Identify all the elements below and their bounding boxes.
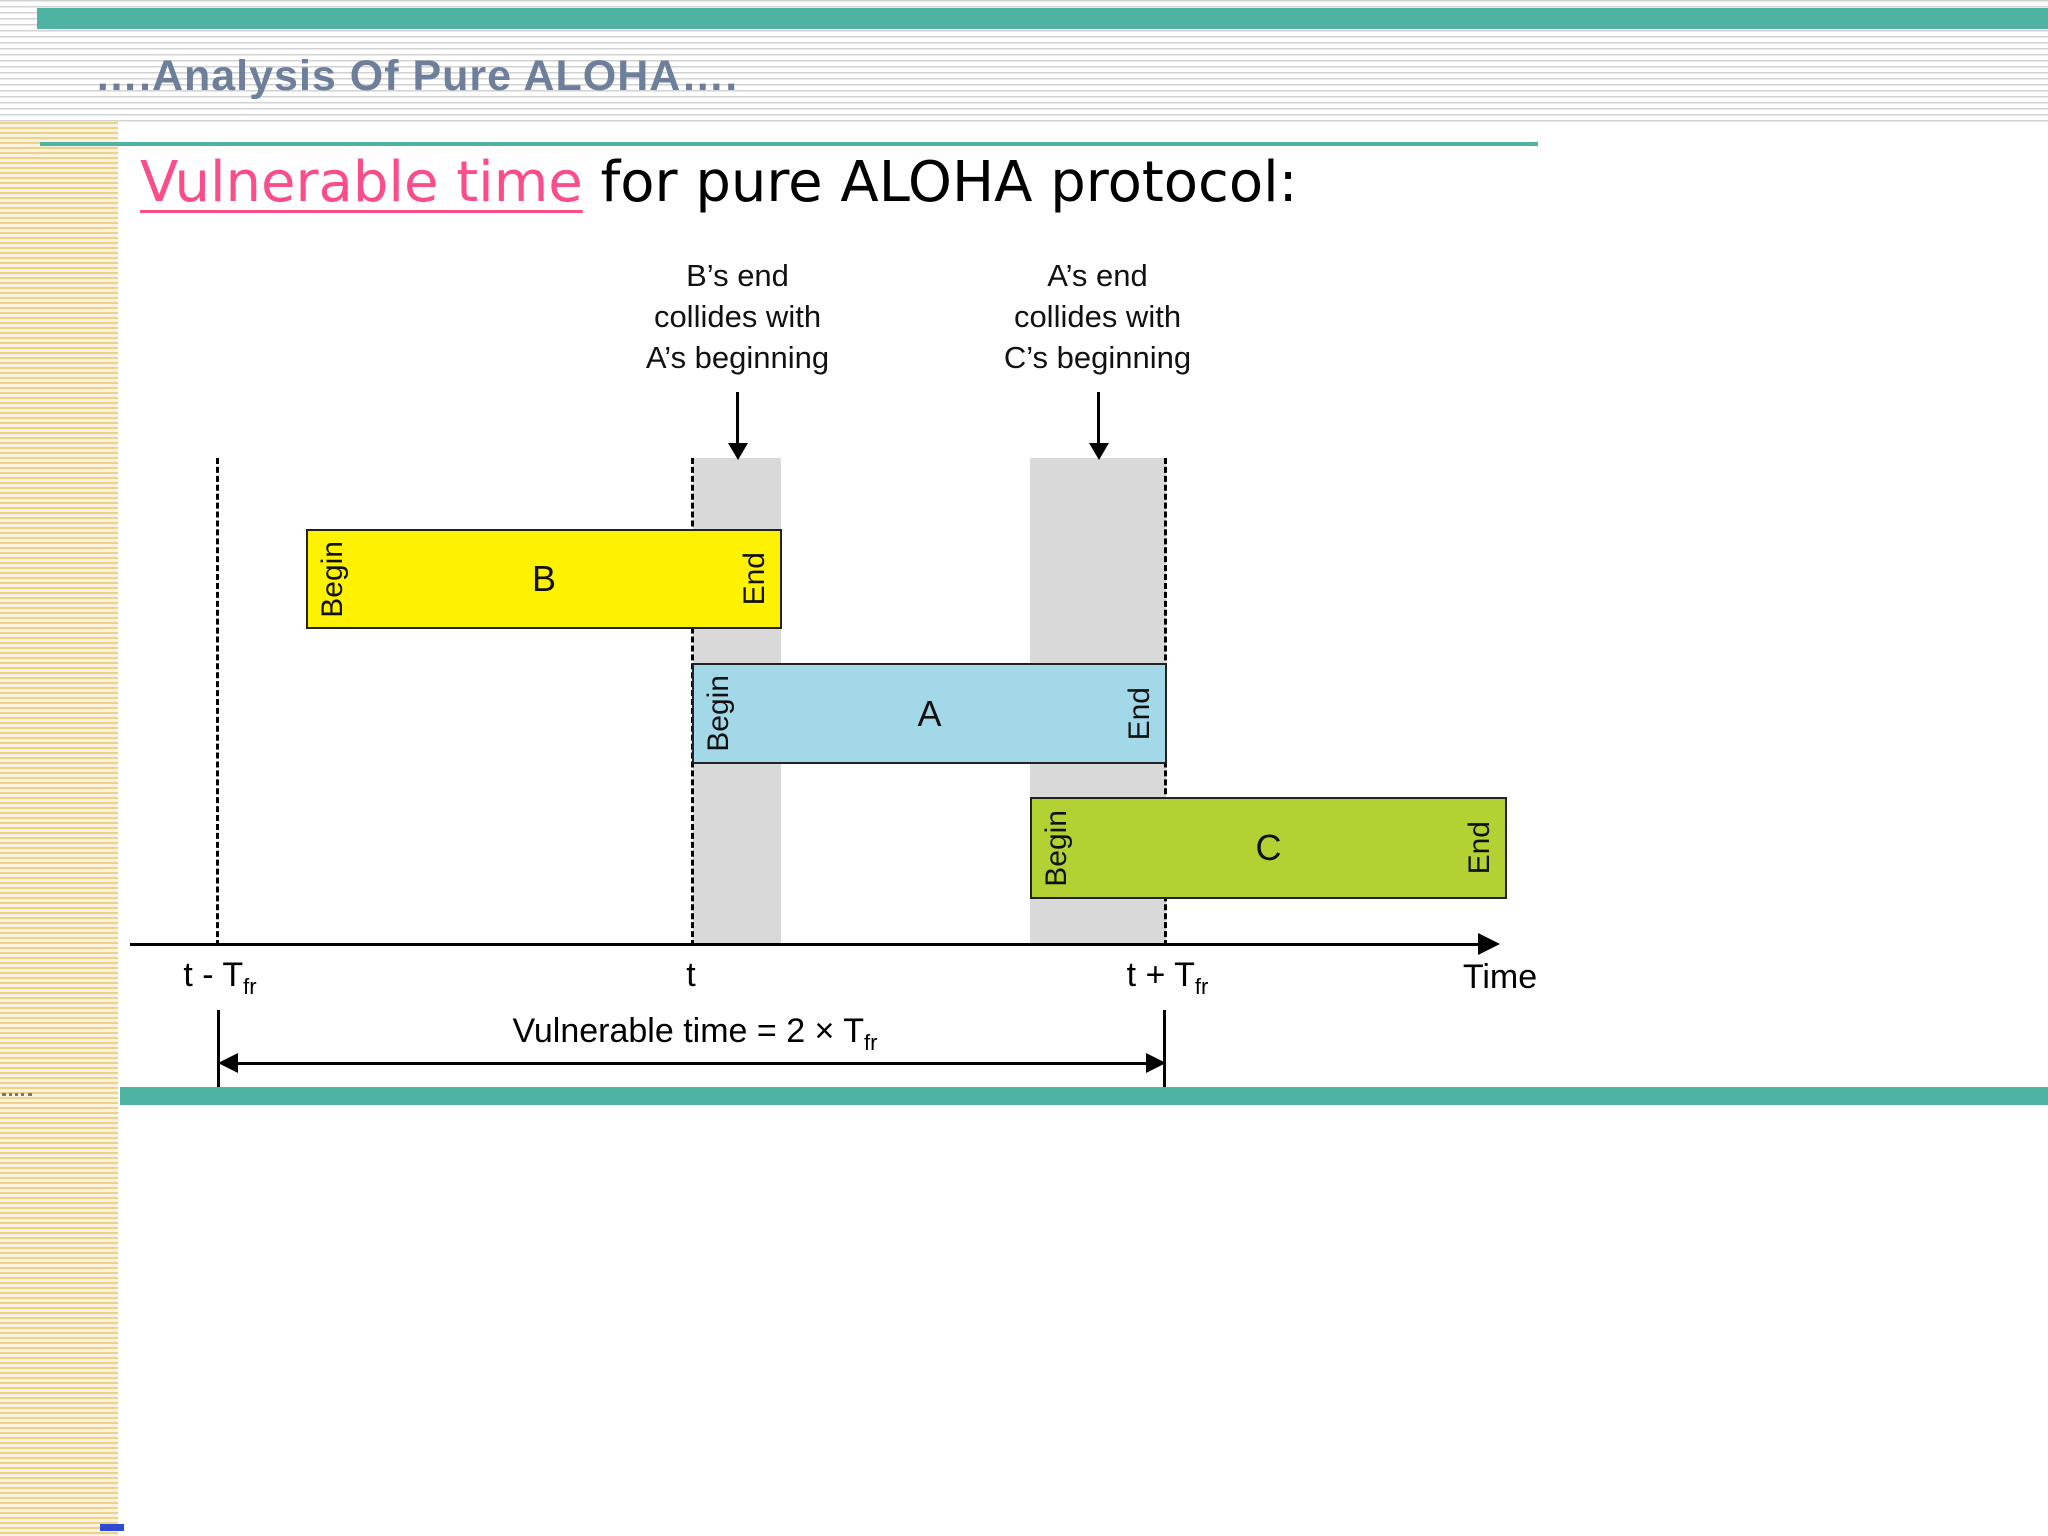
frame-b: Begin B End (306, 529, 782, 629)
top-accent-bar (37, 8, 2048, 29)
annotation-line: A’s end (1047, 258, 1148, 293)
frame-b-name: B (531, 558, 556, 599)
frame-a-begin-label: Begin (702, 675, 735, 752)
frame-a-end-label: End (1122, 686, 1156, 741)
frame-c: Begin C End (1030, 797, 1507, 899)
axis-label-time: Time (1462, 958, 1538, 996)
dotted-edge-mark (2, 1093, 32, 1096)
frame-c-end-label: End (1463, 821, 1496, 875)
annotation-line: collides with (653, 299, 822, 334)
vulnerable-time-label: Vulnerable time = 2 × Tfr (395, 1012, 995, 1056)
frame-c-name: C (1255, 827, 1282, 868)
header-underline (40, 142, 1538, 146)
annotation-line: collides with (1013, 299, 1182, 334)
annotation-a-end-collision: A’s end collides with C’s beginning (925, 255, 1270, 378)
measure-tick-right (1163, 1010, 1166, 1094)
page-title: Vulnerable time for pure ALOHA protocol: (140, 150, 1298, 215)
measure-arrow-line (236, 1062, 1148, 1065)
page-title-highlight: Vulnerable time (140, 150, 583, 215)
annotation-line: C’s beginning (1003, 340, 1192, 375)
measure-arrow-left-icon (218, 1053, 238, 1073)
slide-header-title: ….Analysis Of Pure ALOHA…. (95, 52, 739, 100)
frame-b-begin-label: Begin (316, 540, 349, 618)
frame-a: Begin A End (692, 663, 1167, 764)
axis-label-sub: fr (1194, 973, 1209, 999)
axis-label-t-minus-tfr: t - Tfr (140, 956, 300, 1000)
dashed-line-t-minus-tfr (216, 458, 219, 946)
annotation-line: B’s end (686, 258, 789, 293)
axis-label-t: t (686, 956, 696, 994)
frame-b-end-label: End (737, 552, 771, 606)
measure-tick-left (217, 1010, 220, 1094)
axis-label-main: t + T (1126, 956, 1195, 994)
left-stripe-pattern (0, 122, 118, 1536)
bottom-left-mark (100, 1524, 124, 1531)
down-arrow-right-line (1097, 392, 1100, 444)
vulnerable-time-sub: fr (864, 1029, 878, 1055)
axis-label-main: t - T (183, 956, 244, 994)
down-arrow-left-icon (728, 443, 748, 460)
down-arrow-left-line (736, 392, 739, 444)
time-axis (130, 943, 1482, 946)
vulnerable-time-main: Vulnerable time = 2 × T (512, 1012, 865, 1050)
down-arrow-right-icon (1089, 443, 1109, 460)
axis-label-t-plus-tfr: t + Tfr (1085, 956, 1250, 1000)
frame-c-begin-label: Begin (1040, 809, 1073, 887)
bottom-accent-bar (120, 1087, 2048, 1105)
axis-label-sub: fr (243, 973, 257, 999)
annotation-line: A’s beginning (645, 340, 830, 375)
frame-a-name: A (917, 692, 942, 734)
time-axis-arrow-icon (1478, 933, 1500, 955)
measure-arrow-right-icon (1146, 1053, 1166, 1073)
annotation-b-end-collision: B’s end collides with A’s beginning (565, 255, 910, 378)
page-title-rest: for pure ALOHA protocol: (582, 150, 1298, 215)
